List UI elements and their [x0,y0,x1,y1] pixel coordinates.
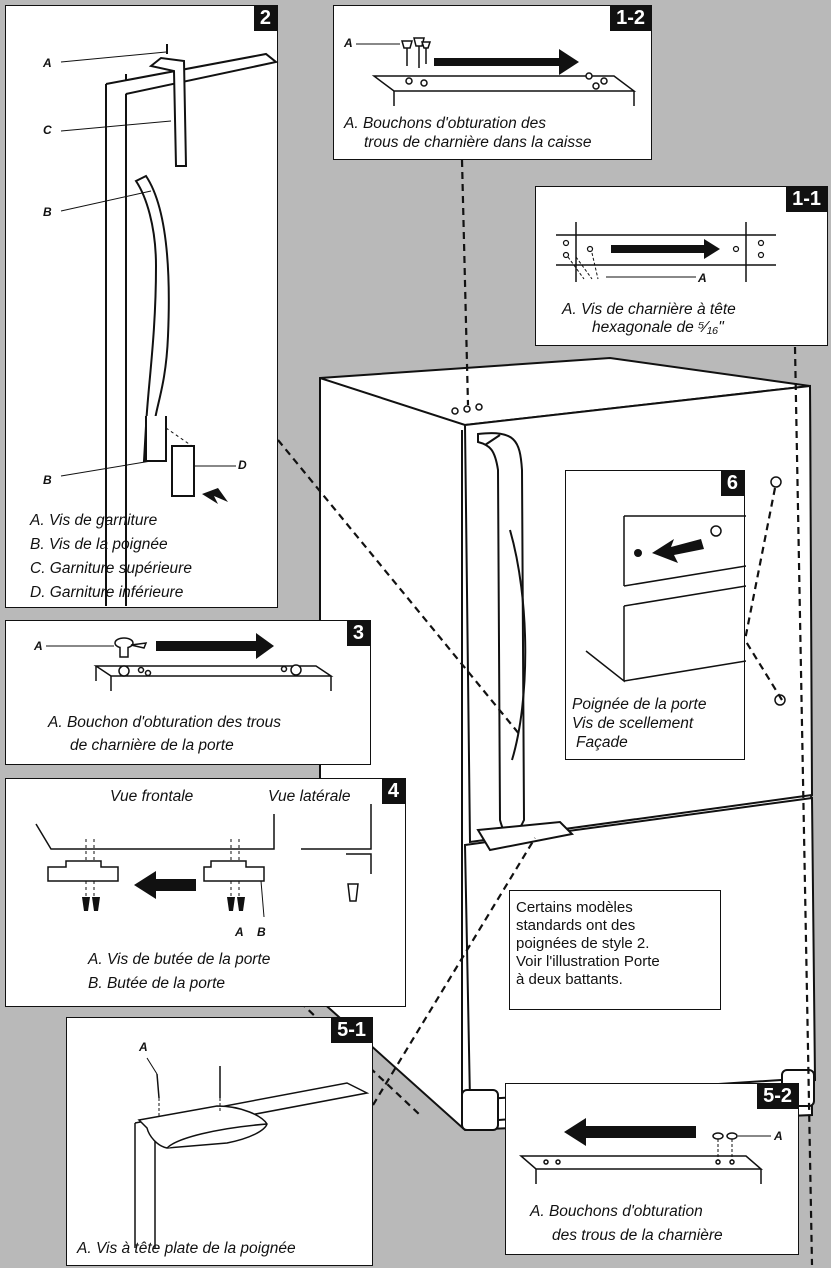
cabinet-plugs-diagram [356,37,637,106]
panel-step-5-1: 5-1 A A. Vis à tête plate de la poignée [66,1017,373,1266]
door-trim-diagram [60,44,279,606]
caption-line: B. Butée de la porte [88,975,226,992]
caption-line: Poignée de la porte [572,696,707,713]
step-badge: 1-2 [610,6,651,31]
caption-line: de charnière de la porte [70,737,234,754]
step-badge: 4 [381,779,405,804]
caption-line: A. Vis à tête plate de la poignée [77,1240,296,1257]
caption-line: A. Bouchon d'obturation des trous [48,714,282,731]
caption-line: trous de charnière dans la caisse [364,134,592,151]
caption-line: D. Garniture inférieure [30,584,184,601]
panel-step-6: 6 Poignée de la porte Vis de scellement … [565,470,746,760]
style-2-handles-note: Certains modèles standards ont des poign… [509,890,721,1010]
panel-step-2: 2 A C B B D A. Vis de garniture B. Vis d… [5,5,279,608]
label-b: B [43,205,52,219]
panel-step-1-1: 1-1 A A. Vis de charnière à tête hexagon… [535,186,828,346]
door-plug-diagram [46,633,334,691]
caption-line: A. Bouchons d'obturation [530,1203,703,1220]
panel-step-4: 4 Vue frontale Vue latérale A B A. Vis d… [5,778,406,1007]
caption-line: B. Vis de la poignée [30,536,168,553]
hinge-plugs-diagram [518,1118,771,1184]
flat-head-screw-diagram [134,1057,370,1248]
step-badge: 3 [346,621,370,646]
panel-step-5-2: 5-2 A A. Bouchons d'obturation des trous… [505,1083,799,1255]
caption-line: A. Vis de butée de la porte [88,951,271,968]
view-label-front: Vue frontale [110,788,194,805]
step-badge: 2 [253,6,277,31]
note-line: poignées de style 2. [516,935,650,952]
note-line: standards ont des [516,917,636,934]
handle-seal-screw-diagram [585,515,746,683]
view-label-side: Vue latérale [268,788,351,805]
label-a: A [34,639,43,653]
door-stop-diagram [35,804,372,918]
label-a: A [698,271,707,285]
caption-line: A. Bouchons d'obturation des [344,115,547,132]
panel-step-3: 3 A A. Bouchon d'obturation des trous de… [5,620,371,765]
label-a: A [43,56,52,70]
caption-line: hexagonale de ⁵⁄₁₆" [592,319,724,336]
note-line: Certains modèles [516,899,633,916]
label-b: B [257,925,266,939]
hinge-screws-diagram [556,222,776,282]
label-d: D [238,458,247,472]
step-badge: 6 [720,471,744,496]
step-badge: 5-1 [331,1018,372,1043]
panel-step-1-2: 1-2 A A. Bouchons d'obturation des trous… [333,5,652,160]
step-badge: 5-2 [757,1084,798,1109]
label-a: A [344,36,353,50]
label-b: B [43,473,52,487]
step-badge: 1-1 [786,187,827,212]
label-a: A [235,925,244,939]
caption-line: C. Garniture supérieure [30,560,192,577]
label-a: A [774,1129,783,1143]
label-a: A [139,1040,148,1054]
caption-line: A. Vis de garniture [30,512,158,529]
note-line: Voir l'illustration Porte [516,953,660,970]
label-c: C [43,123,52,137]
caption-line: des trous de la charnière [552,1227,723,1244]
caption-line: Façade [576,734,628,751]
note-line: à deux battants. [516,971,623,988]
caption-line: Vis de scellement [572,715,694,732]
caption-line: A. Vis de charnière à tête [562,301,736,318]
